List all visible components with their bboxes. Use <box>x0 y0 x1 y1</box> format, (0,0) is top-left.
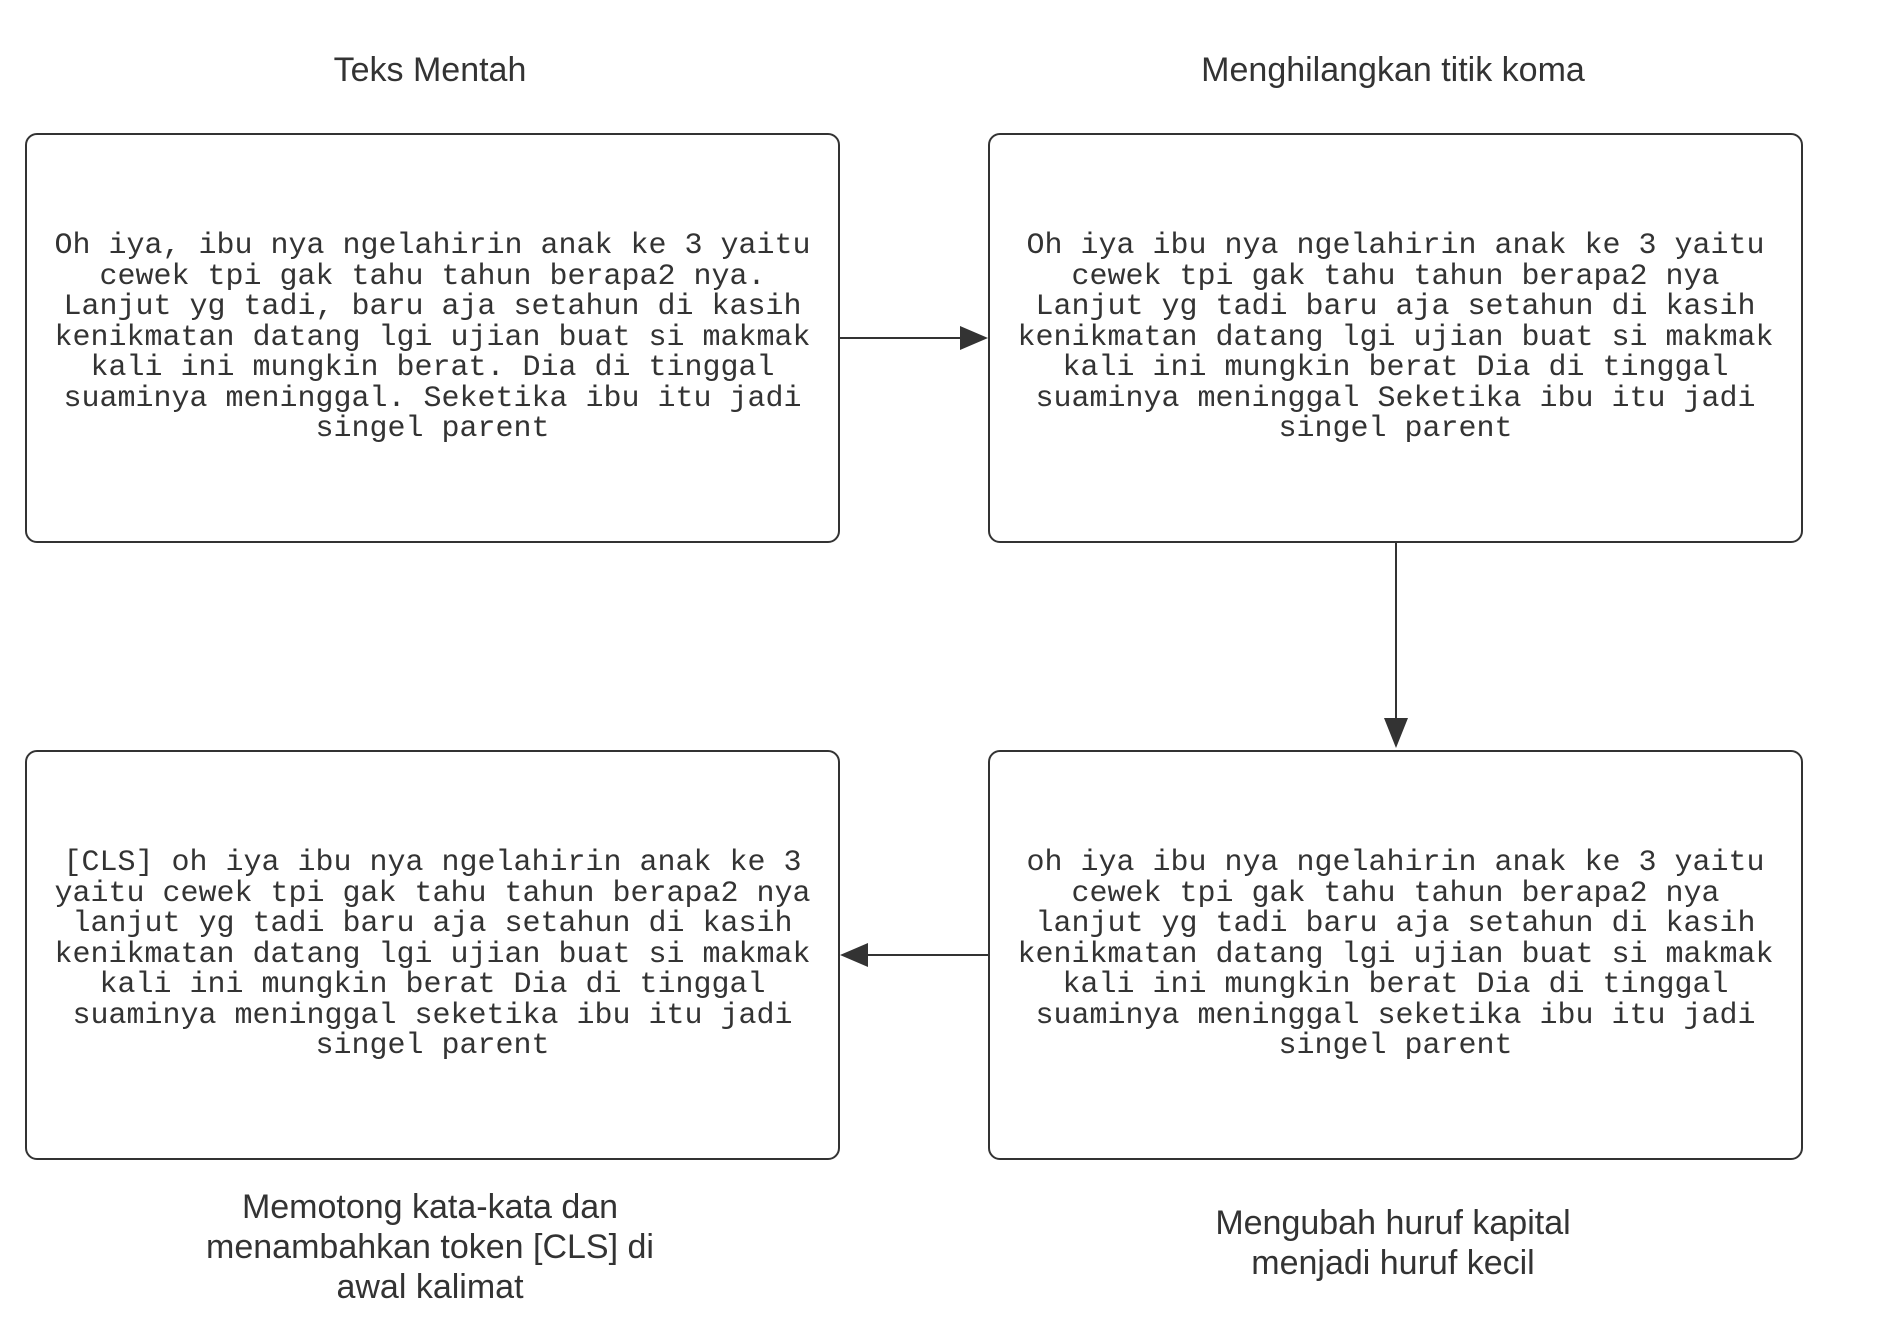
step-title-tokenize-cls: Memotong kata-kata dan menambahkan token… <box>206 1188 654 1306</box>
raw-text-content: Oh iya, ibu nya ngelahirin anak ke 3 yai… <box>54 229 811 447</box>
arrowhead-left-icon <box>840 943 868 967</box>
arrowhead-right-icon <box>960 326 988 350</box>
arrowhead-down-icon <box>1384 718 1408 748</box>
step-title-remove-punctuation: Menghilangkan titik koma <box>1201 51 1585 89</box>
step-box-remove-punctuation: Oh iya ibu nya ngelahirin anak ke 3 yait… <box>988 133 1803 543</box>
tokenize-cls-content: [CLS] oh iya ibu nya ngelahirin anak ke … <box>54 846 811 1064</box>
step-title-raw-text: Teks Mentah <box>333 51 527 89</box>
step-box-lowercase: oh iya ibu nya ngelahirin anak ke 3 yait… <box>988 750 1803 1160</box>
step-box-raw-text: Oh iya, ibu nya ngelahirin anak ke 3 yai… <box>25 133 840 543</box>
lowercase-content: oh iya ibu nya ngelahirin anak ke 3 yait… <box>1017 846 1774 1064</box>
step-box-tokenize-cls: [CLS] oh iya ibu nya ngelahirin anak ke … <box>25 750 840 1160</box>
remove-punctuation-content: Oh iya ibu nya ngelahirin anak ke 3 yait… <box>1017 229 1774 447</box>
step-title-lowercase: Mengubah huruf kapital menjadi huruf kec… <box>1215 1204 1571 1282</box>
